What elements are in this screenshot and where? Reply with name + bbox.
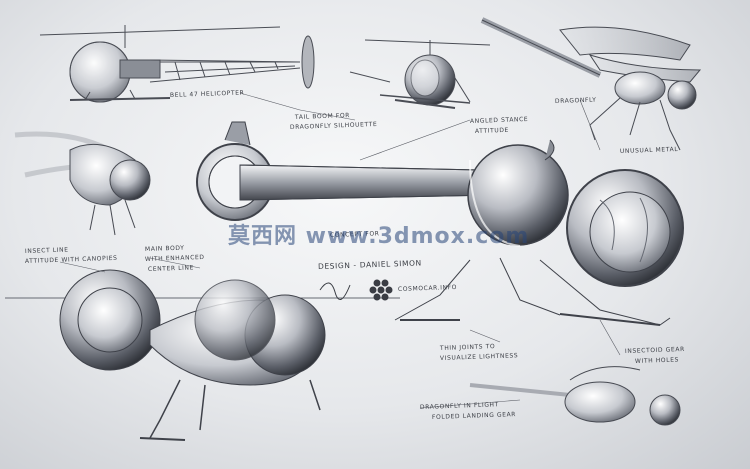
watermark-text: 莫西网 www.3dmox.com	[228, 224, 530, 249]
lower-left-vehicle	[5, 269, 400, 441]
small-helicopter-sketch	[349, 39, 491, 109]
note-main-body: MAIN BODY	[144, 244, 185, 253]
dragonfly-top-sketch	[480, 17, 702, 151]
note-dragonfly-top: DRAGONFLY	[554, 96, 597, 105]
note-angled-stance-2: ATTITUDE	[474, 126, 510, 135]
annotation-leader-lines	[59, 92, 621, 409]
dragonfly-left-sketch	[14, 131, 151, 236]
main-concept-vehicle	[196, 121, 684, 326]
dragonfly-flight-sketch	[469, 366, 681, 426]
signature-mark	[319, 279, 393, 301]
bell-helicopter-sketch	[39, 25, 315, 103]
